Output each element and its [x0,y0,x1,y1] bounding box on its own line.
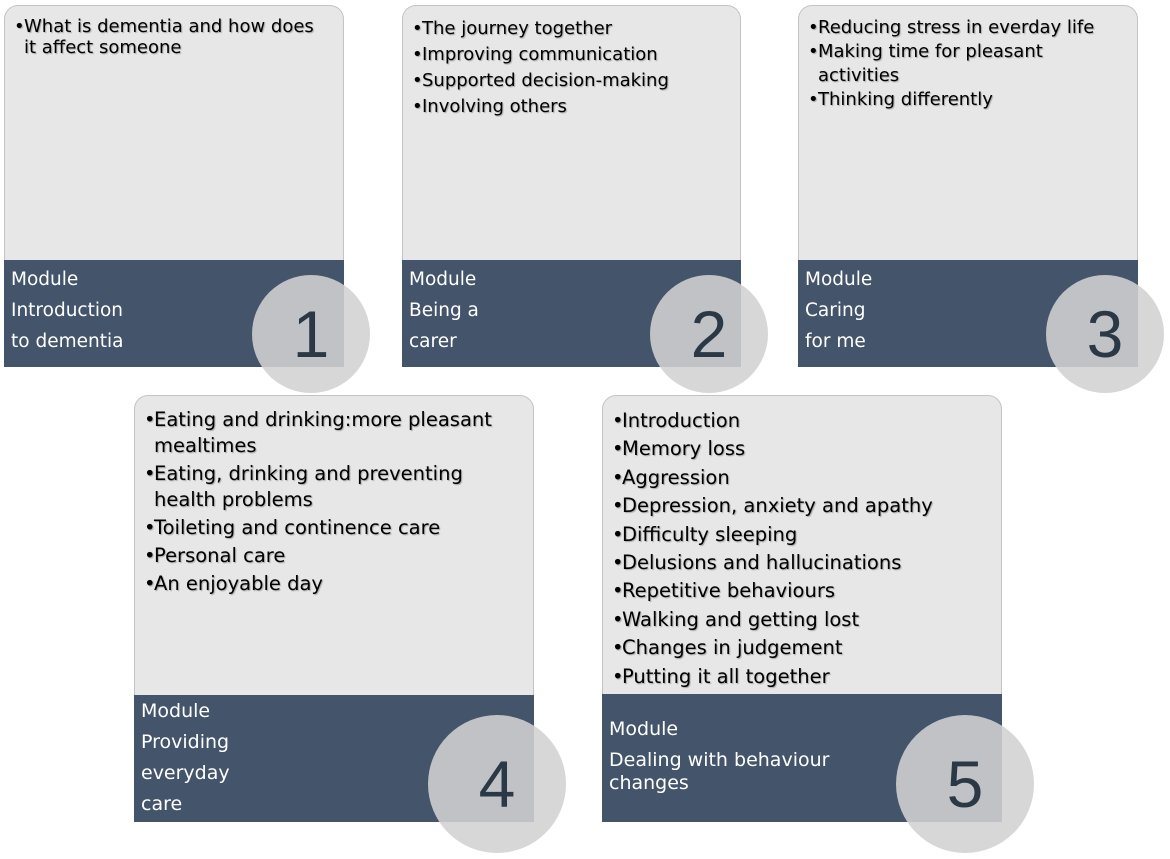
module-topics-panel: The journey together Improving communica… [402,5,741,260]
module-number-badge: 2 [650,275,768,393]
topic-list: The journey together Improving communica… [412,16,728,120]
module-card-1: What is dementia and how does it affect … [4,5,370,393]
topic-item: Eating and drinking:more pleasant mealti… [144,407,521,459]
topic-item: Eating, drinking and preventing health p… [144,461,521,513]
topic-item: Reducing stress in everday life [808,16,1125,40]
module-title-line: care [141,793,183,815]
module-card-2: The journey together Improving communica… [402,5,768,393]
module-title-line: carer [409,331,457,352]
module-title-line: Dealing with behaviour [609,749,830,771]
topic-item: An enjoyable day [144,571,521,597]
module-card-3: Reducing stress in everday life Making t… [798,5,1164,393]
topic-item: Personal care [144,543,521,569]
topic-list: Reducing stress in everday life Making t… [808,16,1125,112]
module-title-line: Introduction [11,300,124,321]
module-title-line: everyday [141,762,230,784]
topic-item: Aggression [612,464,989,493]
module-number-badge: 5 [896,715,1034,853]
topic-item: Involving others [412,94,728,120]
topic-item: The journey together [412,16,728,42]
topic-item: Toileting and continence care [144,515,521,541]
topic-item: Delusions and hallucinations [612,549,989,578]
topic-item: Putting it all together [612,663,989,692]
module-word: Module [805,269,873,290]
topic-item: Repetitive behaviours [612,577,989,606]
module-title-line: to dementia [11,331,124,352]
module-number-badge: 4 [428,715,566,853]
module-title-panel: Module Being a carer [402,260,741,367]
module-card-5: Introduction Memory loss Aggression Depr… [602,395,1034,853]
module-title-line: Being a [409,300,479,321]
module-word: Module [141,700,211,722]
module-word: Module [11,269,79,290]
topic-item: Introduction [612,407,989,436]
module-title-line: for me [805,331,866,352]
module-topics-panel: Introduction Memory loss Aggression Depr… [602,395,1002,694]
module-card-4: Eating and drinking:more pleasant mealti… [134,395,566,853]
module-word: Module [409,269,477,290]
topic-item: Difficulty sleeping [612,521,989,550]
module-title-line: Providing [141,731,230,753]
topic-item: Walking and getting lost [612,606,989,635]
topic-item: Thinking differently [808,88,1125,112]
module-topics-panel: Reducing stress in everday life Making t… [798,5,1138,260]
topic-item: Depression, anxiety and apathy [612,492,989,521]
module-title-line: Caring [805,300,866,321]
module-title-line: changes [609,772,689,794]
module-number-badge: 1 [252,275,370,393]
topic-item: Making time for pleasant activities [808,40,1125,88]
topic-list: Introduction Memory loss Aggression Depr… [612,407,989,691]
module-number-badge: 3 [1046,275,1164,393]
topic-list: What is dementia and how does it affect … [14,16,331,58]
topic-item: Memory loss [612,435,989,464]
topic-item: What is dementia and how does it affect … [14,16,331,58]
module-topics-panel: What is dementia and how does it affect … [4,5,344,260]
topic-item: Supported decision-making [412,68,728,94]
topic-item: Changes in judgement [612,634,989,663]
topic-list: Eating and drinking:more pleasant mealti… [144,407,521,599]
topic-item: Improving communication [412,42,728,68]
module-topics-panel: Eating and drinking:more pleasant mealti… [134,395,534,695]
module-word: Module [609,718,679,740]
